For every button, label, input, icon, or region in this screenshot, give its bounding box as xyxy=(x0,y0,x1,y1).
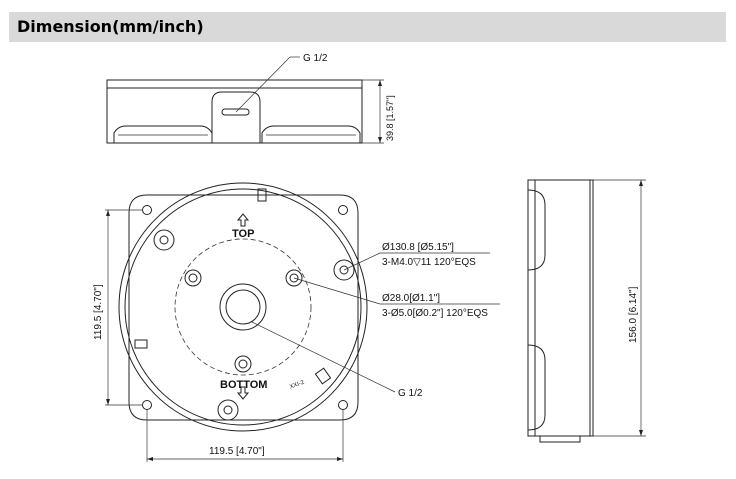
label-height-top: 39.8 [1.57"] xyxy=(385,95,395,141)
plan-view xyxy=(105,182,500,462)
label-bottom-width: 119.5 [4.70"] xyxy=(209,446,265,457)
label-side-view-height: 156.0 [6.14"] xyxy=(628,286,639,343)
section-header: Dimension(mm/inch) xyxy=(9,12,726,42)
label-model-mark: XXI-2 xyxy=(289,380,306,391)
label-g-top: G 1/2 xyxy=(303,53,328,64)
right-side-view xyxy=(527,179,646,443)
label-dia-outer: Ø130.8 [Ø5.15"] xyxy=(382,242,454,253)
label-holes-inner: 3-Ø5.0[Ø0.2"] 120°EQS xyxy=(382,308,488,319)
label-bottom-marker: BOTTOM xyxy=(220,379,267,391)
label-holes-outer: 3-M4.0▽11 120°EQS xyxy=(382,257,476,268)
label-side-height: 119.5 [4.70"] xyxy=(93,284,104,340)
label-dia-inner: Ø28.0[Ø1.1"] xyxy=(382,293,440,304)
label-g-bottom: G 1/2 xyxy=(398,388,423,399)
label-top-marker: TOP xyxy=(232,228,254,240)
section-title: Dimension(mm/inch) xyxy=(17,17,204,36)
top-side-view xyxy=(106,56,384,144)
